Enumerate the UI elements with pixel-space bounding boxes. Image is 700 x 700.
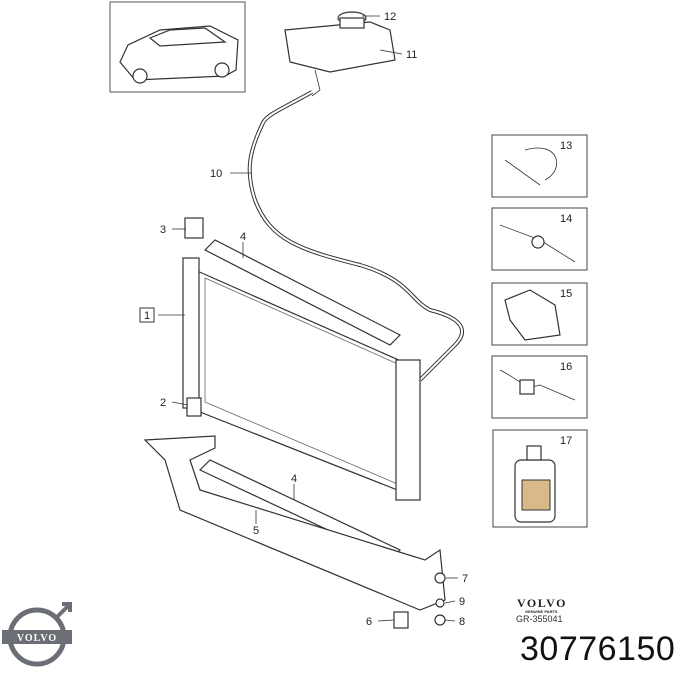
car-thumbnail xyxy=(109,1,246,93)
expansion-tank xyxy=(284,11,396,97)
svg-text:13: 13 xyxy=(560,140,572,152)
svg-text:16: 16 xyxy=(560,361,572,373)
drawing-code: GR-355041 xyxy=(516,614,563,624)
callout-6: 6 xyxy=(366,616,372,628)
radiator xyxy=(182,257,421,501)
inset-16: 16 xyxy=(491,355,588,419)
bushing-6 xyxy=(393,611,409,629)
brand-subtext: GENUINE PARTS xyxy=(525,609,558,614)
svg-text:17: 17 xyxy=(560,435,572,447)
svg-text:15: 15 xyxy=(560,288,572,300)
callout-12: 12 xyxy=(384,11,396,23)
inset-13: 13 xyxy=(491,134,588,198)
callout-2: 2 xyxy=(160,397,166,409)
callout-4-upper: 4 xyxy=(240,231,246,243)
callout-5: 5 xyxy=(253,525,259,537)
bushing-lower xyxy=(186,397,202,417)
seal-upper xyxy=(203,239,402,346)
brand-text: VOLVO xyxy=(517,596,567,610)
callout-11: 11 xyxy=(406,49,417,61)
inset-15: 15 xyxy=(491,282,588,346)
lower-bracket xyxy=(143,435,446,611)
volvo-logo: VOLVO xyxy=(2,602,72,667)
callout-7: 7 xyxy=(462,573,468,585)
inset-17-coolant-bottle: 17 xyxy=(492,429,588,528)
callout-1: 1 xyxy=(144,310,150,322)
svg-text:VOLVO: VOLVO xyxy=(17,633,57,644)
callout-3: 3 xyxy=(160,224,166,236)
inset-14: 14 xyxy=(491,207,588,271)
callout-9: 9 xyxy=(459,596,465,608)
callout-10: 10 xyxy=(210,168,222,180)
svg-text:14: 14 xyxy=(560,213,572,225)
callout-4-lower: 4 xyxy=(291,473,297,485)
callout-8: 8 xyxy=(459,616,465,628)
bushing-upper xyxy=(184,217,204,239)
part-number: 30776150 xyxy=(520,630,676,668)
leader-lines xyxy=(158,15,458,622)
